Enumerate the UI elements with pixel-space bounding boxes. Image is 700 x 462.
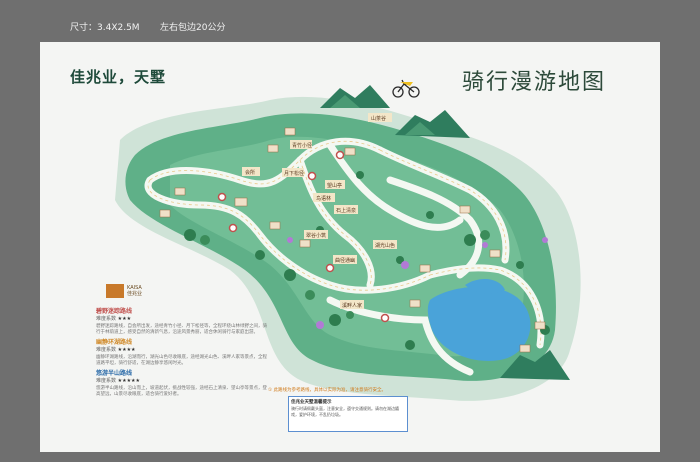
top-bar — [0, 0, 700, 40]
map-title: 骑行漫游地图 — [462, 70, 607, 95]
route-rating-3: 难度系数 ★★★★★ — [96, 378, 141, 384]
trees — [184, 171, 550, 350]
size-spec: 尺寸：3.4X2.5M — [70, 23, 140, 33]
route-legend: 碧野迷踪路线 难度系数 ★★★ 碧野迷踪路线，自会所出发，途经青竹小径、月下松径… — [96, 296, 271, 398]
route-markers — [217, 150, 390, 323]
label-shishang: 石上清泉 — [336, 207, 356, 214]
route-title-3: 悠游半山路线 — [96, 370, 133, 377]
kaisa-logo-text: KAISA 佳兆业 — [127, 285, 143, 297]
label-huguang: 湖光山色 — [375, 242, 395, 249]
tip-box: 佳兆业天墅温馨提示 骑行时请佩戴头盔，注意安全，遵守交通规则。请勿在湖边嬉戏，爱… — [288, 396, 408, 432]
label-wangshan: 望山亭 — [327, 182, 342, 189]
label-qingzhu: 青竹小径 — [292, 142, 312, 149]
label-niaoyu: 鸟语林 — [316, 195, 331, 202]
label-yuexia: 月下松径 — [284, 170, 304, 177]
label-shanchagu: 山茶谷 — [371, 115, 386, 122]
margin-spec: 左右包边20公分 — [160, 23, 226, 33]
route-title-2: 幽静环湖路线 — [96, 339, 133, 346]
houses — [159, 127, 546, 353]
brand-logo-text: 佳兆业，天墅 — [70, 68, 167, 86]
route-rating-2: 难度系数 ★★★★ — [96, 347, 136, 353]
route-title-1: 碧野迷踪路线 — [96, 308, 133, 315]
tip-text: 骑行时请佩戴头盔，注意安全，遵守交通规则。请勿在湖边嬉戏，爱护环境，不乱扔垃圾。 — [291, 406, 399, 417]
route-desc-1: 碧野迷踪路线，自会所出发，途经青竹小径、月下松径等，全程环绕山林绿野之间，骑行于… — [96, 324, 267, 335]
label-xipan: 溪畔人家 — [342, 302, 362, 309]
route-rating-1: 难度系数 ★★★ — [96, 316, 132, 322]
tip-title: 佳兆业天墅温馨提示 — [291, 400, 332, 405]
label-qujing: 曲径通幽 — [335, 257, 355, 264]
label-huisuo: 会所 — [245, 169, 255, 176]
route-desc-3: 悠游半山路线，沿山而上，坡道起伏，挑战性较强，途经石上清泉、望山亭等景点，登高望… — [96, 386, 267, 397]
lake — [427, 286, 531, 361]
kaisa-logo — [106, 284, 124, 298]
route-note: ① 此路线为参考路线，具体以实际为准，请注意骑行安全。 — [268, 388, 386, 393]
map-labels: 山茶谷 会所 青竹小径 月下松径 鸟语林 石上清泉 翠谷小筑 湖光山色 曲径通幽… — [242, 113, 397, 309]
route-desc-2: 幽静环湖路线，沿湖而行，湖光山色尽收眼底，途经湖光山色、溪畔人家等景点，全程道路… — [96, 355, 267, 366]
label-cuigu: 翠谷小筑 — [306, 232, 326, 239]
mountains — [320, 85, 570, 380]
